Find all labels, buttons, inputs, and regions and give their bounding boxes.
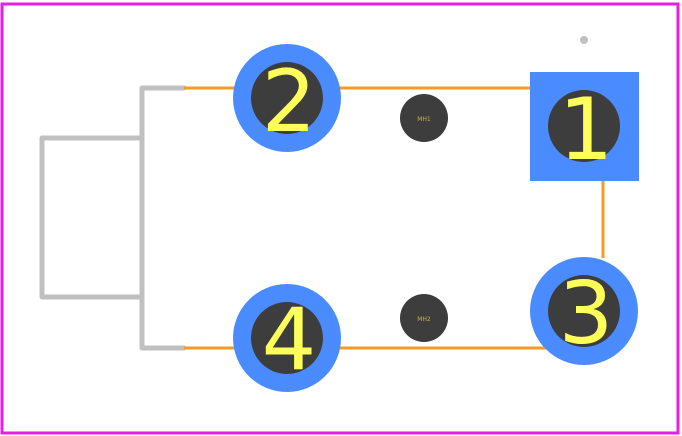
- pad-2[interactable]: 2: [233, 44, 341, 152]
- mounting-hole-label: MH2: [417, 316, 431, 323]
- pad-drill: [251, 302, 323, 374]
- pad-number: 3: [559, 264, 614, 364]
- pad-3[interactable]: 3: [530, 257, 638, 365]
- pad-drill: [548, 90, 620, 162]
- pad-number: 4: [262, 290, 317, 390]
- silkscreen-outline: [39, 85, 187, 351]
- pad-number: 2: [262, 52, 317, 152]
- pad-drill: [251, 62, 323, 134]
- pad-drill: [548, 275, 620, 347]
- mounting-hole-mh1: MH1: [400, 94, 448, 142]
- mounting-hole-label: MH1: [417, 116, 431, 123]
- mounting-hole-mh2: MH2: [400, 294, 448, 342]
- pad-4[interactable]: 4: [233, 284, 341, 392]
- pad-number: 1: [559, 80, 614, 180]
- origin-marker: [580, 36, 588, 44]
- pad-1[interactable]: 1: [530, 72, 639, 181]
